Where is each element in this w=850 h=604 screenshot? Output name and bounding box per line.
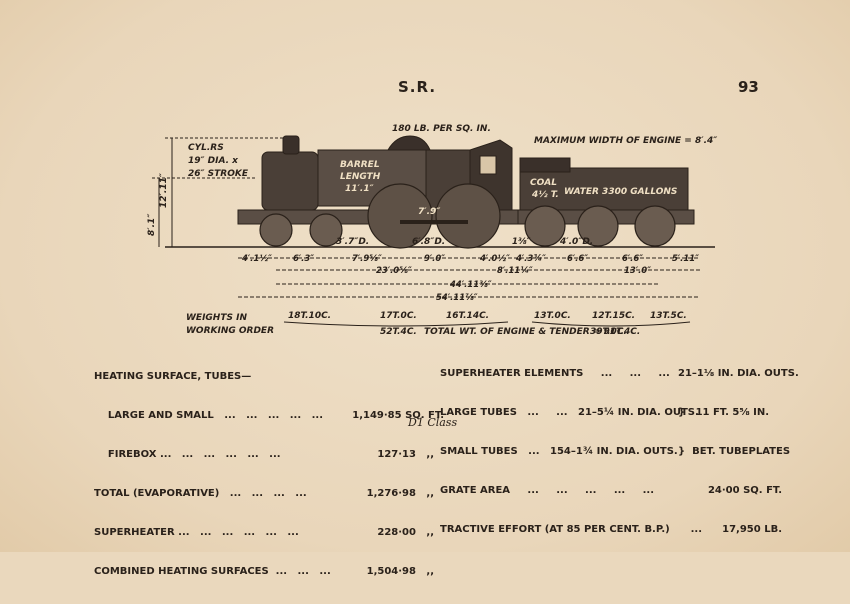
cylinder-label-3: 26″ STROKE (188, 169, 249, 179)
spacing-9: 5′.11″ (672, 254, 699, 264)
bogie-wheel-1 (259, 213, 293, 247)
coupled-wheel-label: 6′.8″D. (412, 237, 445, 247)
particulars-table: SUPERHEATER ELEMENTS ... ... ... 21–1⅛ IN… (440, 341, 799, 562)
coal-label-2: 4½ T. (531, 190, 559, 200)
coal-label-1: COAL (530, 178, 557, 188)
page-header: S.R. (398, 78, 437, 96)
weight-coupled-2: 16T.14C. (446, 311, 489, 321)
locomotive-diagram: 180 LB. PER SQ. IN. MAXIMUM WIDTH OF ENG… (147, 124, 717, 337)
row2-engine-wheelbase: 23′.0⅝″ (376, 266, 412, 276)
weights-label-1: WEIGHTS IN (186, 313, 247, 323)
particulars-row-value: 17,950 LB. (722, 524, 782, 535)
row2-tender-wheelbase: 13′.0″ (624, 266, 651, 276)
spacing-6: 4′.3¾″ (515, 254, 546, 264)
heating-row-label: SUPERHEATER ... ... ... ... ... ... (94, 527, 299, 538)
tender-wheel-1 (524, 205, 566, 247)
axle-height-label: 8′.1″ (147, 214, 157, 236)
coupled-wheel-1 (367, 183, 433, 249)
heating-row-label: COMBINED HEATING SURFACES ... ... ... (94, 566, 331, 577)
engine-total-weight: 52T.4C. (380, 327, 417, 337)
weight-tender-1: 13T.0C. (534, 311, 571, 321)
wheels (259, 183, 676, 249)
weight-coupled-1: 17T.0C. (380, 311, 417, 321)
barrel-label-2: LENGTH (340, 172, 381, 182)
heating-surface-table: HEATING SURFACE, TUBES— LARGE AND SMALL … (94, 344, 444, 604)
figure-caption: D1 Class (408, 416, 458, 429)
heating-row-label: TOTAL (EVAPORATIVE) ... ... ... ... (94, 488, 307, 499)
heating-row-value: 228·00 ,, (377, 527, 434, 538)
heating-row-value: 1,276·98 ,, (366, 488, 434, 499)
water-label: WATER 3300 GALLONS (564, 187, 677, 197)
spacing-8: 6′.6″ (622, 254, 643, 264)
engine-silhouette (237, 135, 695, 225)
coupled-wheel-2 (435, 183, 501, 249)
book-page: S.R. 93 (0, 0, 850, 577)
spacing-2: 6′.3″ (293, 254, 314, 264)
spacing-1: 4′.1½″ (241, 254, 272, 264)
particulars-row-value: 21–1⅛ IN. DIA. OUTS. (678, 368, 799, 379)
axle-offset-label: 7′.9″ (418, 207, 440, 217)
page-number: 93 (738, 78, 759, 96)
tender-total-weight: 39T.0C. (590, 327, 627, 337)
max-width-label: MAXIMUM WIDTH OF ENGINE = 8′.4″ (534, 136, 717, 146)
height-label: 12′.11″ (159, 173, 169, 208)
particulars-row-value: 24·00 SQ. FT. (707, 485, 782, 496)
spacing-small: 1⅜″ (512, 237, 531, 247)
weight-tender-3: 13T.5C. (650, 311, 687, 321)
tender-wheel-3 (634, 205, 676, 247)
particulars-row-label: SMALL TUBES ... 154–1¾ IN. DIA. OUTS. (440, 446, 678, 457)
barrel-label-1: BARREL (340, 160, 380, 170)
spacing-5: 4′.0½″ (479, 254, 510, 264)
pressure-label: 180 LB. PER SQ. IN. (392, 124, 491, 134)
heating-row-value: 127·13 ,, (377, 449, 434, 460)
weight-tender-2: 12T.15C. (592, 311, 635, 321)
particulars-row-label: GRATE AREA ... ... ... ... ... (440, 485, 655, 496)
row2-gap: 8′.11¼″ (497, 265, 533, 276)
bogie-wheel-2 (309, 213, 343, 247)
weight-bogie: 18T.10C. (288, 311, 331, 321)
tender-wheel-2 (577, 205, 619, 247)
particulars-row-value: } BET. TUBEPLATES (678, 446, 791, 457)
cylinder-label-1: CYL.RS (188, 143, 224, 153)
row4-overall-length: 54′.11⅞″ (436, 293, 478, 303)
particulars-row-value: } 11 FT. 5⅝ IN. (678, 407, 770, 418)
heating-row-label: FIREBOX ... ... ... ... ... ... (94, 449, 281, 460)
heating-row-value: 1,504·98 ,, (366, 566, 434, 577)
particulars-row-label: SUPERHEATER ELEMENTS ... ... ... (440, 368, 670, 379)
particulars-row-label: LARGE TUBES ... ... 21–5¼ IN. DIA. OUTS. (440, 407, 699, 418)
spacing-7: 6′.6″ (567, 254, 588, 264)
heating-row-value: 1,149·85 SQ. FT. (352, 410, 444, 421)
spacing-3: 7′.9⅝″ (352, 254, 382, 264)
cylinder-label-2: 19″ DIA. x (188, 156, 239, 166)
total-weight-label: TOTAL WT. OF ENGINE & TENDER = 91T.4C. (424, 327, 640, 337)
heating-title: HEATING SURFACE, TUBES— (94, 371, 252, 382)
spacing-4: 9′.0″ (424, 254, 445, 264)
particulars-row-label: TRACTIVE EFFORT (AT 85 PER CENT. B.P.) .… (440, 524, 703, 535)
barrel-label-3: 11′.1″ (345, 184, 374, 194)
tender-wheel-label: 4′.0″D. (559, 237, 593, 247)
weights-label-2: WORKING ORDER (186, 326, 274, 336)
bogie-wheel-label: 3′.7″D. (336, 237, 369, 247)
row3-total-wheelbase: 44′.11⅜″ (449, 280, 492, 290)
heating-row-label: LARGE AND SMALL ... ... ... ... ... (94, 410, 323, 421)
